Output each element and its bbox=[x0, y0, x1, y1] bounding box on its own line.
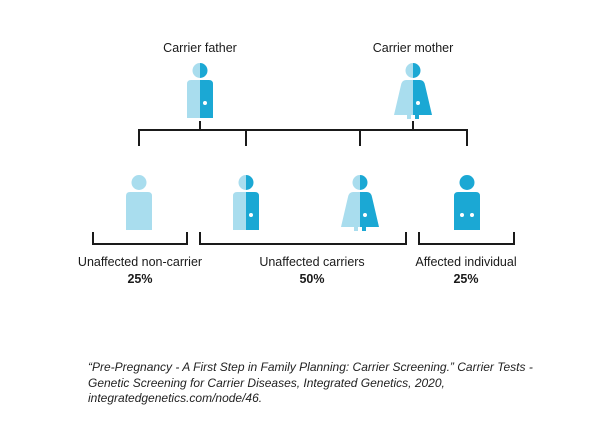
non-carrier-child-icon bbox=[126, 175, 152, 230]
bracket-non-carrier bbox=[92, 232, 188, 245]
outcome-brackets bbox=[92, 232, 515, 245]
father-label: Carrier father bbox=[163, 41, 237, 55]
outcome-label-non-carrier: Unaffected non-carrier bbox=[77, 255, 203, 269]
outcome-percent-non-carrier: 25% bbox=[127, 272, 153, 286]
carrier-mother-icon bbox=[394, 63, 432, 119]
tree-connectors bbox=[138, 121, 468, 146]
affected-child-icon bbox=[454, 175, 480, 230]
mother-label: Carrier mother bbox=[372, 41, 454, 55]
outcome-percent-affected: 25% bbox=[453, 272, 479, 286]
bracket-affected bbox=[418, 232, 515, 245]
outcome-percent-carriers: 50% bbox=[299, 272, 325, 286]
bracket-carriers bbox=[199, 232, 407, 245]
carrier-daughter-icon bbox=[341, 175, 379, 231]
citation-text: “Pre-Pregnancy - A First Step in Family … bbox=[88, 360, 533, 405]
outcome-label-affected: Affected individual bbox=[415, 255, 517, 269]
carrier-son-icon bbox=[233, 175, 259, 230]
outcome-label-carriers: Unaffected carriers bbox=[259, 255, 365, 269]
carrier-father-icon bbox=[187, 63, 213, 118]
